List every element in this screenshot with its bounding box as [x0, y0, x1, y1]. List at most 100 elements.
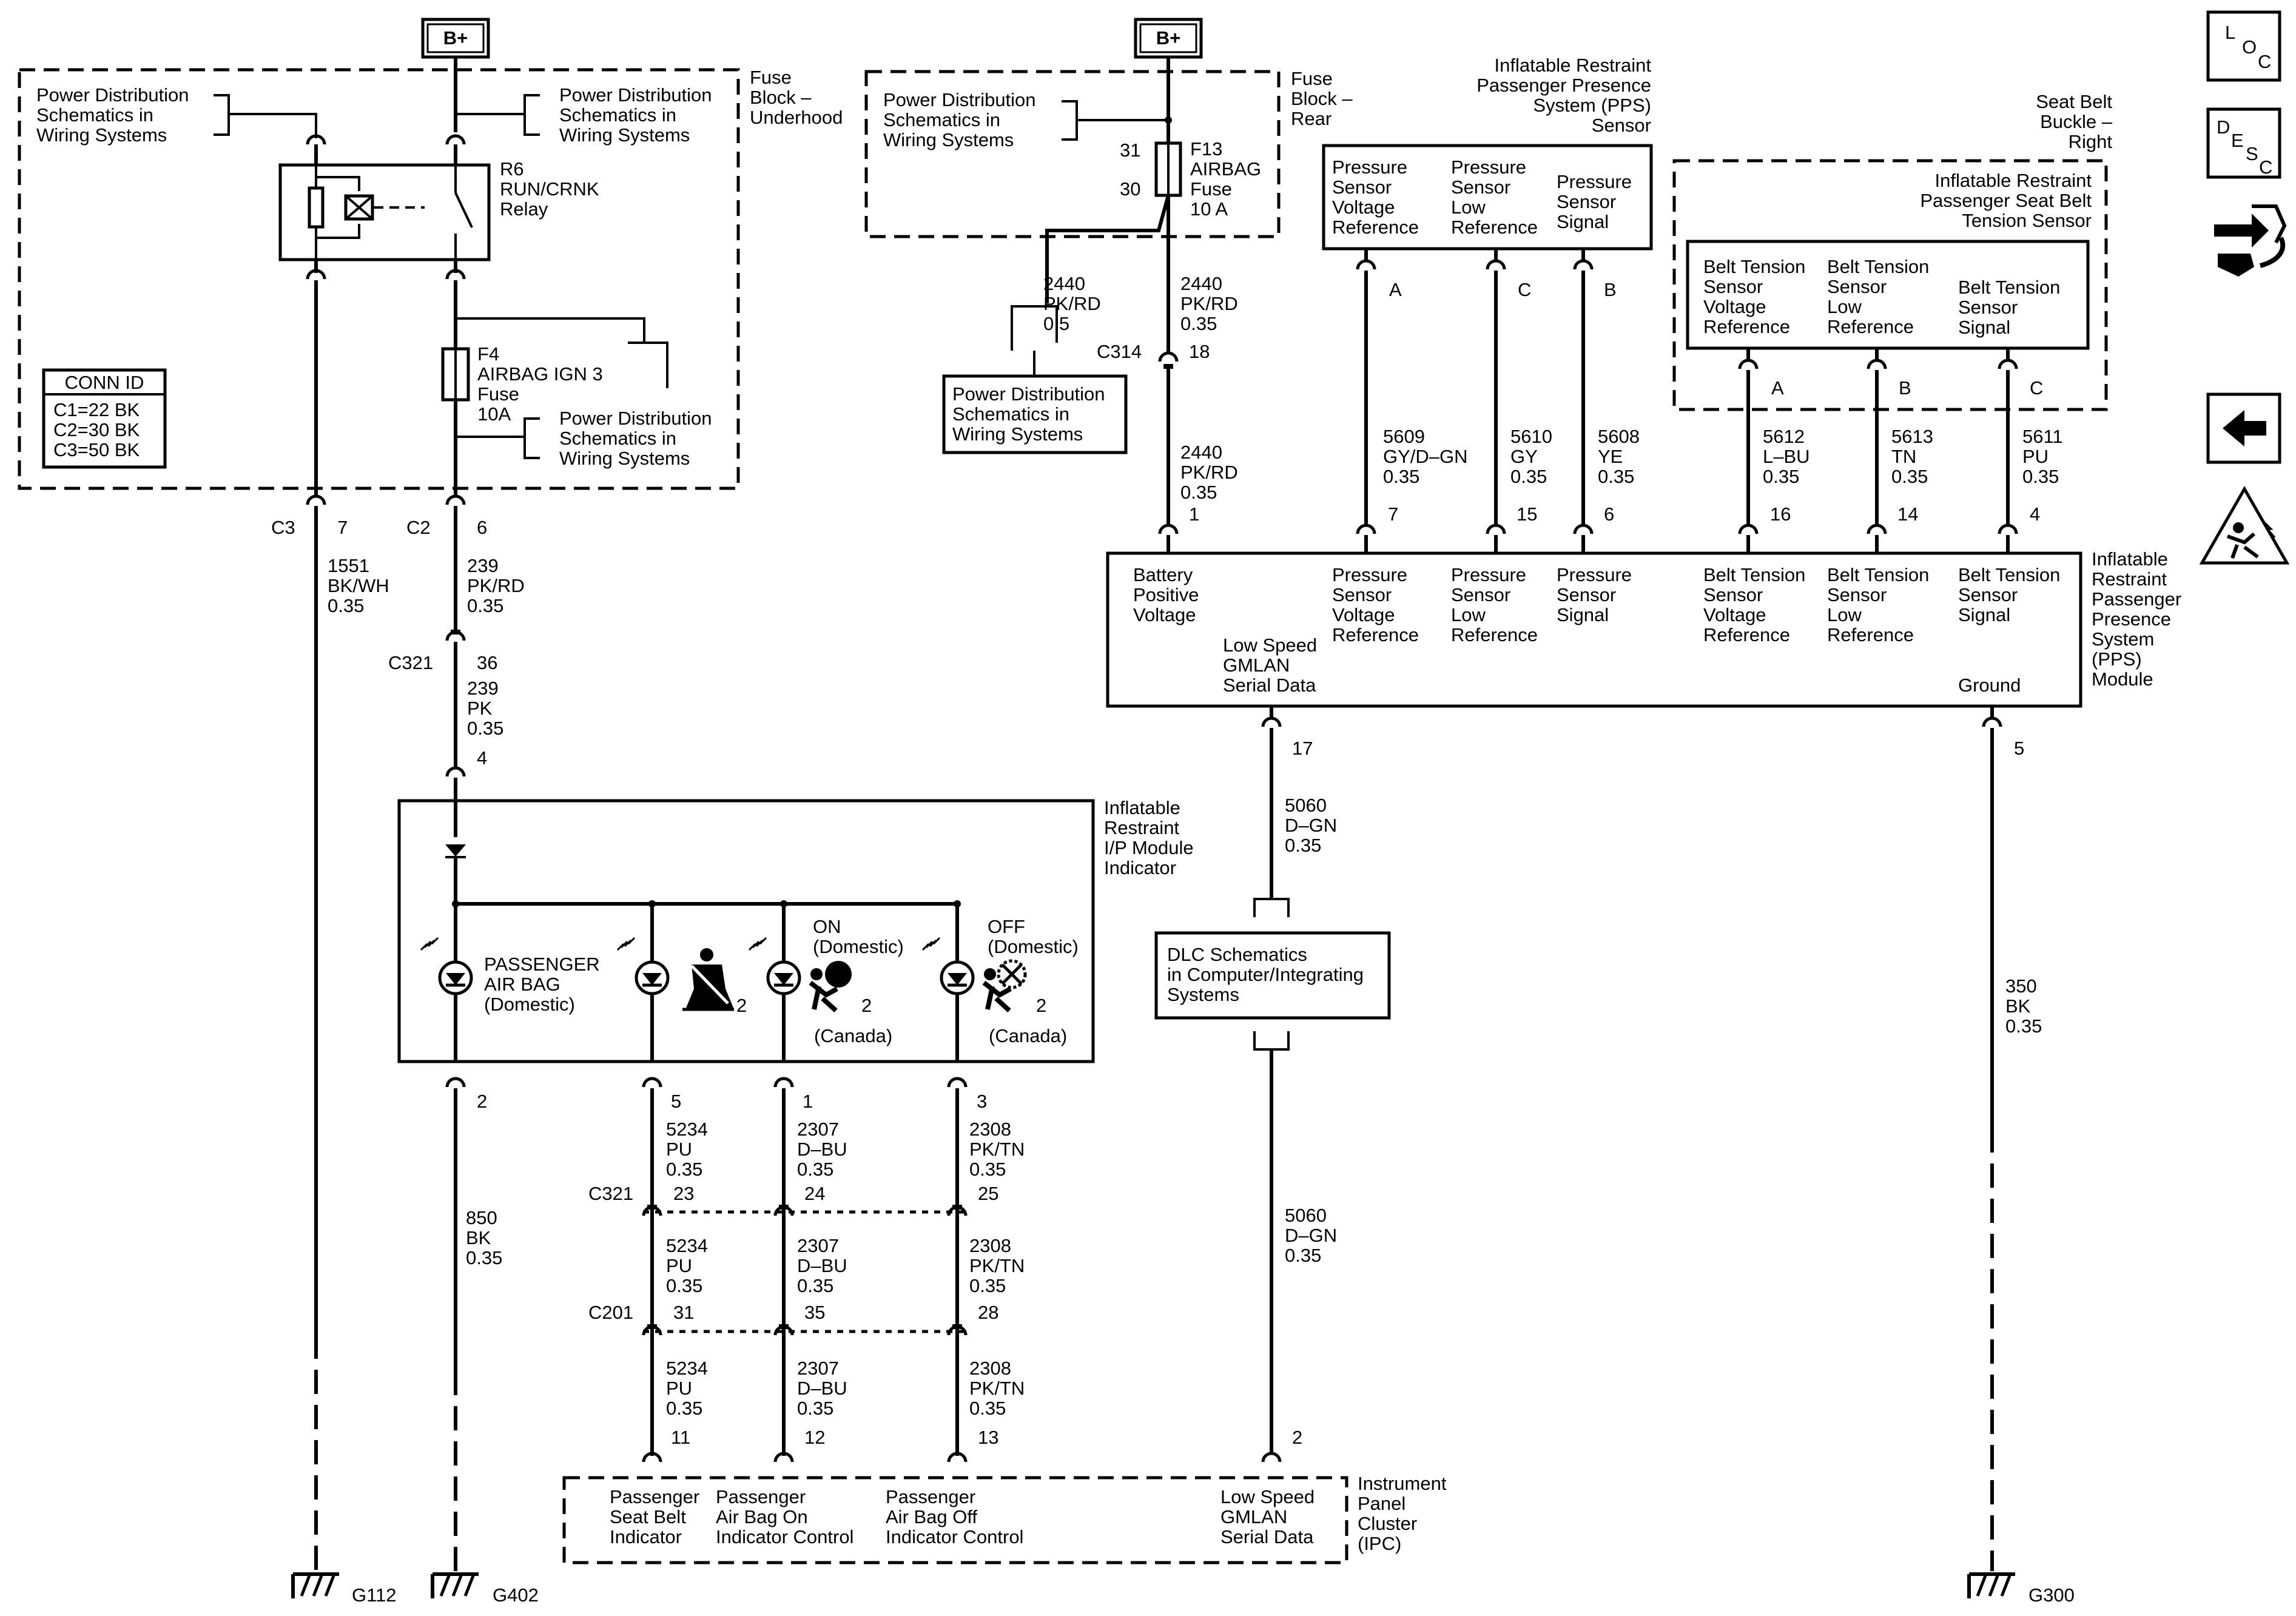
svg-text:BK: BK [466, 1227, 491, 1248]
svg-text:BK: BK [2005, 995, 2031, 1017]
svg-text:Low: Low [1827, 296, 1862, 317]
power-dist-ref-5: Power Distribution Schematics in Wiring … [942, 374, 1128, 454]
instrument-panel-cluster [562, 1476, 1348, 1564]
location-button[interactable]: L O C [2206, 10, 2281, 82]
svg-text:PK/RD: PK/RD [1180, 293, 1238, 314]
ground-label-g300: G300 [2028, 1584, 2075, 1606]
power-dist-ref-1: Power Distribution Schematics in Wiring … [36, 84, 317, 146]
pps-sensor-pin-signal: Pressure Sensor Signal [1557, 171, 1632, 232]
svg-text:CONN ID: CONN ID [65, 372, 144, 393]
svg-text:Reference: Reference [1703, 316, 1790, 337]
svg-text:5060: 5060 [1285, 795, 1327, 816]
airbag-on-label: ON (Domestic) [813, 916, 904, 957]
fuse-block-underhood [18, 68, 740, 490]
passenger-airbag-label: PASSENGER AIR BAG (Domestic) [484, 954, 600, 1015]
ip-module-indicator-label: Inflatable Restraint I/P Module Indicato… [1104, 797, 1194, 878]
svg-text:0.35: 0.35 [1510, 466, 1547, 487]
pin-sensor-c: C [1518, 279, 1531, 300]
fuse-f4 [441, 347, 470, 402]
svg-text:O: O [2242, 36, 2257, 58]
connector-repair-icon[interactable] [2214, 204, 2287, 277]
svg-text:0.35: 0.35 [797, 1398, 833, 1419]
svg-text:Belt Tension: Belt Tension [1958, 277, 2060, 298]
svg-text:2307: 2307 [797, 1358, 839, 1379]
wire-5613: 5613 TN 0.35 [1891, 426, 1933, 487]
wire-2308-seg1: 2308 PK/TN 0.35 [969, 1119, 1025, 1180]
power-dist-ref-3: Power Distribution Schematics in Wiring … [456, 408, 712, 469]
svg-text:C: C [2259, 157, 2272, 178]
svg-text:Belt Tension: Belt Tension [1958, 564, 2060, 585]
footnote-2-off: 2 [1036, 995, 1046, 1016]
svg-text:PK/RD: PK/RD [1043, 293, 1101, 314]
dlc-reference: DLC Schematics in Computer/Integrating S… [1154, 931, 1391, 1020]
svg-text:10 A: 10 A [1190, 198, 1228, 220]
wire-5060-lower: 5060 D–GN 0.35 [1285, 1205, 1337, 1266]
svg-text:Pressure: Pressure [1557, 171, 1632, 192]
f13-pin-31: 31 [1120, 140, 1140, 161]
svg-text:Wiring Systems: Wiring Systems [559, 448, 690, 469]
svg-text:1551: 1551 [328, 555, 369, 576]
led-airbag-on [768, 962, 800, 994]
back-arrow-icon[interactable] [2206, 392, 2281, 464]
svg-text:Sensor: Sensor [1958, 584, 2018, 605]
module-pin-belt-low: Belt Tension Sensor Low Reference [1827, 564, 1929, 645]
svg-text:0.35: 0.35 [467, 718, 503, 739]
svg-text:Passenger: Passenger [716, 1486, 806, 1507]
svg-text:R6: R6 [500, 158, 524, 180]
svg-text:GMLAN: GMLAN [1220, 1506, 1287, 1527]
footnote-2-seatbelt: 2 [736, 995, 747, 1016]
pin-module-14: 14 [1897, 503, 1918, 525]
pin-module-16: 16 [1770, 503, 1791, 525]
pin-indicator-4: 4 [477, 747, 487, 769]
svg-text:Passenger: Passenger [886, 1486, 975, 1507]
pin-c201-35: 35 [804, 1302, 825, 1323]
svg-text:E: E [2231, 130, 2244, 151]
wire-5234-seg2: 5234 PU 0.35 [666, 1235, 708, 1296]
ipc-pin-gmlan: Low Speed GMLAN Serial Data [1220, 1486, 1315, 1547]
svg-text:D–GN: D–GN [1285, 815, 1337, 836]
svg-text:Sensor: Sensor [1451, 584, 1510, 605]
svg-text:PU: PU [666, 1139, 692, 1160]
svg-text:0.35: 0.35 [666, 1159, 702, 1180]
pin-indicator-3: 3 [977, 1091, 987, 1112]
svg-text:Air Bag On: Air Bag On [716, 1506, 808, 1527]
svg-text:L–BU: L–BU [1763, 446, 1810, 467]
wire-2307-seg3: 2307 D–BU 0.35 [797, 1358, 847, 1419]
pin-indicator-1: 1 [803, 1091, 813, 1112]
svg-text:Pressure: Pressure [1451, 157, 1526, 178]
module-pin-pressure-low: Pressure Sensor Low Reference [1451, 564, 1538, 645]
belt-tension-sensor-title: Inflatable Restraint Passenger Seat Belt… [1920, 170, 2092, 231]
svg-text:2308: 2308 [969, 1358, 1011, 1379]
svg-text:Passenger Seat Belt: Passenger Seat Belt [1920, 190, 2092, 211]
pin-c2-6: 6 [477, 517, 487, 538]
svg-text:Inflatable: Inflatable [2092, 548, 2168, 570]
footnote-2-on: 2 [861, 995, 872, 1016]
svg-text:Passenger: Passenger [610, 1486, 699, 1507]
svg-text:5613: 5613 [1891, 426, 1933, 447]
svg-text:BK/WH: BK/WH [328, 575, 389, 596]
svg-text:0.35: 0.35 [1285, 1245, 1321, 1266]
svg-text:Schematics in: Schematics in [952, 403, 1069, 425]
svg-text:5608: 5608 [1598, 426, 1640, 447]
svg-text:Reference: Reference [1827, 316, 1914, 337]
svg-text:Wiring Systems: Wiring Systems [559, 124, 690, 146]
svg-text:Inflatable Restraint: Inflatable Restraint [1935, 170, 2092, 191]
ground-label-g112: G112 [352, 1584, 397, 1606]
seatbelt-icon [682, 948, 734, 1011]
svg-text:Reference: Reference [1703, 624, 1790, 645]
svg-text:Instrument: Instrument [1358, 1473, 1447, 1494]
esd-warning-icon [2199, 485, 2290, 565]
wire-5234-seg1: 5234 PU 0.35 [666, 1119, 708, 1180]
svg-text:Power Distribution: Power Distribution [559, 408, 712, 429]
svg-text:Reference: Reference [1332, 217, 1419, 238]
svg-text:5234: 5234 [666, 1119, 708, 1140]
svg-text:PK/RD: PK/RD [1180, 462, 1238, 483]
description-button[interactable]: D E S C [2206, 107, 2281, 179]
belt-sensor-pin-voltage-ref: Belt Tension Sensor Voltage Reference [1703, 256, 1805, 337]
svg-text:PK/TN: PK/TN [969, 1255, 1025, 1276]
svg-text:GY/D–GN: GY/D–GN [1383, 446, 1468, 467]
connector-c2: C2 [406, 517, 431, 538]
wire-5608: 5608 YE 0.35 [1598, 426, 1640, 487]
ground-label-g402: G402 [493, 1584, 539, 1606]
svg-text:Block –: Block – [750, 87, 812, 108]
